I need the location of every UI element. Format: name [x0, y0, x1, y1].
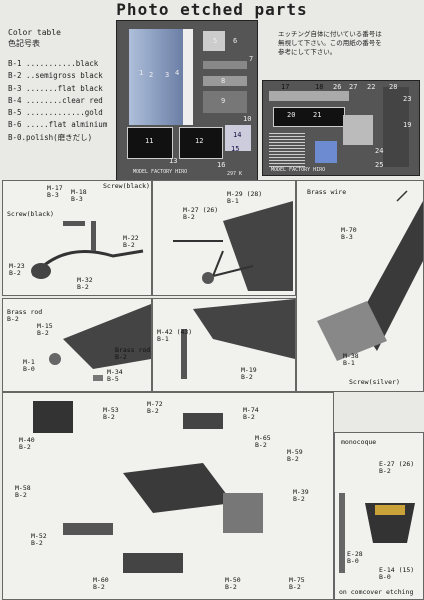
- etch-label: 28: [389, 83, 398, 91]
- etch-label: 9: [221, 97, 226, 105]
- etch-part: [343, 115, 373, 145]
- color-row: B-1 ...........black: [8, 59, 99, 68]
- etch-part: [129, 29, 183, 125]
- etch-label: 22: [367, 83, 376, 91]
- etch-label: 17: [281, 83, 290, 91]
- color-table-heading-jp: 色記号表: [8, 39, 40, 48]
- etch-label: 12: [195, 137, 204, 145]
- step-panel-1: M-17 B-3 M-18 B-3 Screw(black) Screw(bla…: [2, 180, 152, 296]
- panel-6-drawing: [33, 401, 263, 573]
- color-row: B-4 ........clear red: [8, 95, 103, 105]
- etch-label: 16: [217, 161, 226, 169]
- etch-part: [127, 127, 173, 159]
- panel-3-drawing: [317, 190, 423, 361]
- step-panel-3: Brass wire M-70 B-3 M-38 B-1 Screw(silve…: [296, 180, 424, 392]
- etch-sheet-2: 17 18 19 20 21 22 23 24 25 26 27 28 MODE…: [262, 80, 420, 176]
- etch-label: 19: [403, 121, 412, 129]
- panel-4-drawing: [49, 304, 151, 381]
- etch-label: 5: [213, 37, 218, 45]
- etch-part: [203, 61, 247, 69]
- etch-label: 13: [169, 157, 178, 165]
- etch-label: 3: [165, 71, 170, 79]
- etch-label: 6: [233, 37, 238, 45]
- etch-part: [179, 127, 223, 159]
- etch-part: [183, 29, 193, 125]
- etch-label: 1: [139, 69, 144, 77]
- etch-label: 24: [375, 147, 384, 155]
- etch-sheet-1: 1 2 3 4 5 6 7 8 9 10 11 12 13 14 15 16 M…: [116, 20, 258, 182]
- etch-part: [269, 91, 349, 101]
- step-panel-2: M-29 (28) B-1 M-27 (26) B-2: [152, 180, 296, 296]
- etch-label: 26: [333, 83, 342, 91]
- color-table-heading: Color table: [8, 28, 61, 37]
- etch-part: [203, 91, 247, 113]
- step-panel-6: M-53 B-2 M-72 B-2 M-74 B-2 M-40 B-2 M-65…: [2, 392, 334, 600]
- color-row: B-5 .............gold: [8, 108, 103, 118]
- etch-label: 2: [149, 71, 154, 79]
- color-table: B-1 ...........black B-2 ..semigross bla…: [8, 58, 107, 144]
- color-row: B-3 .......flat black: [8, 83, 103, 93]
- step-panel-7: monocoque E-27 (26) B-2 E-28 B-0 E-14 (1…: [334, 432, 424, 600]
- etch-part: [203, 31, 225, 51]
- etch-part: [315, 141, 337, 163]
- etch-label: 27: [349, 83, 358, 91]
- sheet-code: 297 K: [227, 171, 243, 177]
- etch-label: 4: [175, 69, 180, 77]
- color-row: B-0.polish(磨きだし): [8, 132, 93, 142]
- color-row: B-6 .....flat alminium: [8, 120, 108, 130]
- etch-part: [203, 76, 247, 86]
- etch-part: [225, 125, 251, 151]
- etch-label: 8: [221, 77, 226, 85]
- panel-1-drawing: [31, 221, 144, 279]
- sheet-footer: MODEL FACTORY HIRO: [133, 169, 188, 175]
- etch-label: 10: [243, 115, 252, 123]
- etch-label: 7: [249, 55, 254, 63]
- panel-2-drawing: [173, 201, 293, 291]
- panel-5-drawing: [181, 299, 295, 379]
- etch-label: 23: [403, 95, 412, 103]
- step-panel-4: Brass rod B-2 M-15 B-2 Brass rod B-2 M-1…: [2, 298, 152, 392]
- japanese-note: エッチング自体に付いている番号は 無視して下さい。この用紙の番号を 参考にして下…: [278, 30, 382, 56]
- etch-part: [273, 107, 345, 127]
- etch-part: [383, 87, 409, 167]
- etch-label: 15: [231, 145, 240, 153]
- panel-7-drawing: [339, 493, 415, 573]
- etch-part: [269, 131, 305, 167]
- step-panel-5: M-42 (43) B-1 M-19 B-2: [152, 298, 296, 392]
- etch-label: 25: [375, 161, 384, 169]
- sheet-footer: MODEL FACTORY HIRO: [271, 167, 326, 173]
- etch-label: 14: [233, 131, 242, 139]
- etch-label: 11: [145, 137, 154, 145]
- etch-label: 18: [315, 83, 324, 91]
- etch-label: 21: [313, 111, 322, 119]
- page-title: Photo etched parts: [116, 0, 308, 19]
- color-row: B-2 ..semigross black: [8, 71, 103, 81]
- etch-label: 20: [287, 111, 296, 119]
